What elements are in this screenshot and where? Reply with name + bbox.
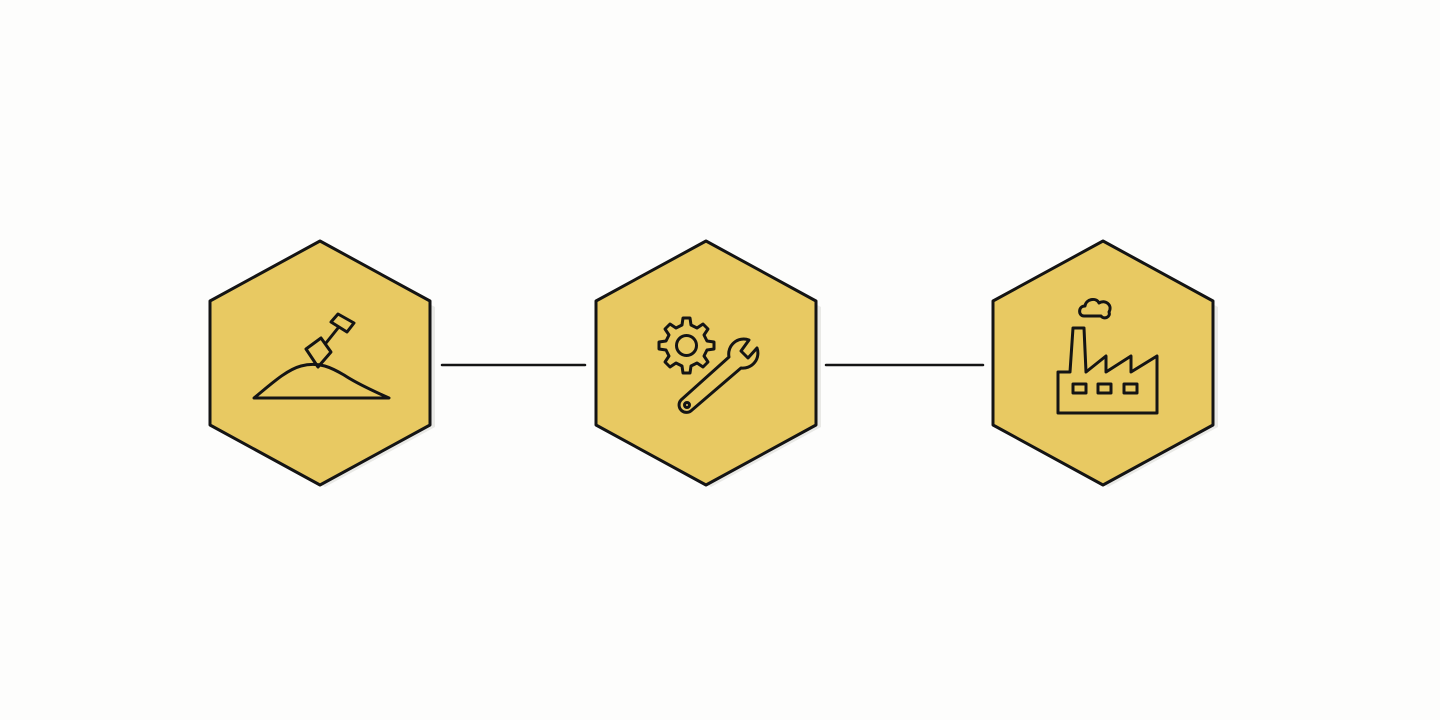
gear-and-wrench-icon bbox=[657, 316, 760, 414]
wrench-icon bbox=[677, 337, 760, 414]
step-node-2 bbox=[594, 239, 821, 487]
gear-icon bbox=[657, 316, 716, 375]
step-node-3 bbox=[991, 239, 1218, 487]
shovel-in-dirt-icon bbox=[252, 312, 391, 400]
hexagon bbox=[991, 239, 1215, 487]
step-node-1 bbox=[208, 239, 435, 487]
factory-icon bbox=[1056, 297, 1159, 415]
